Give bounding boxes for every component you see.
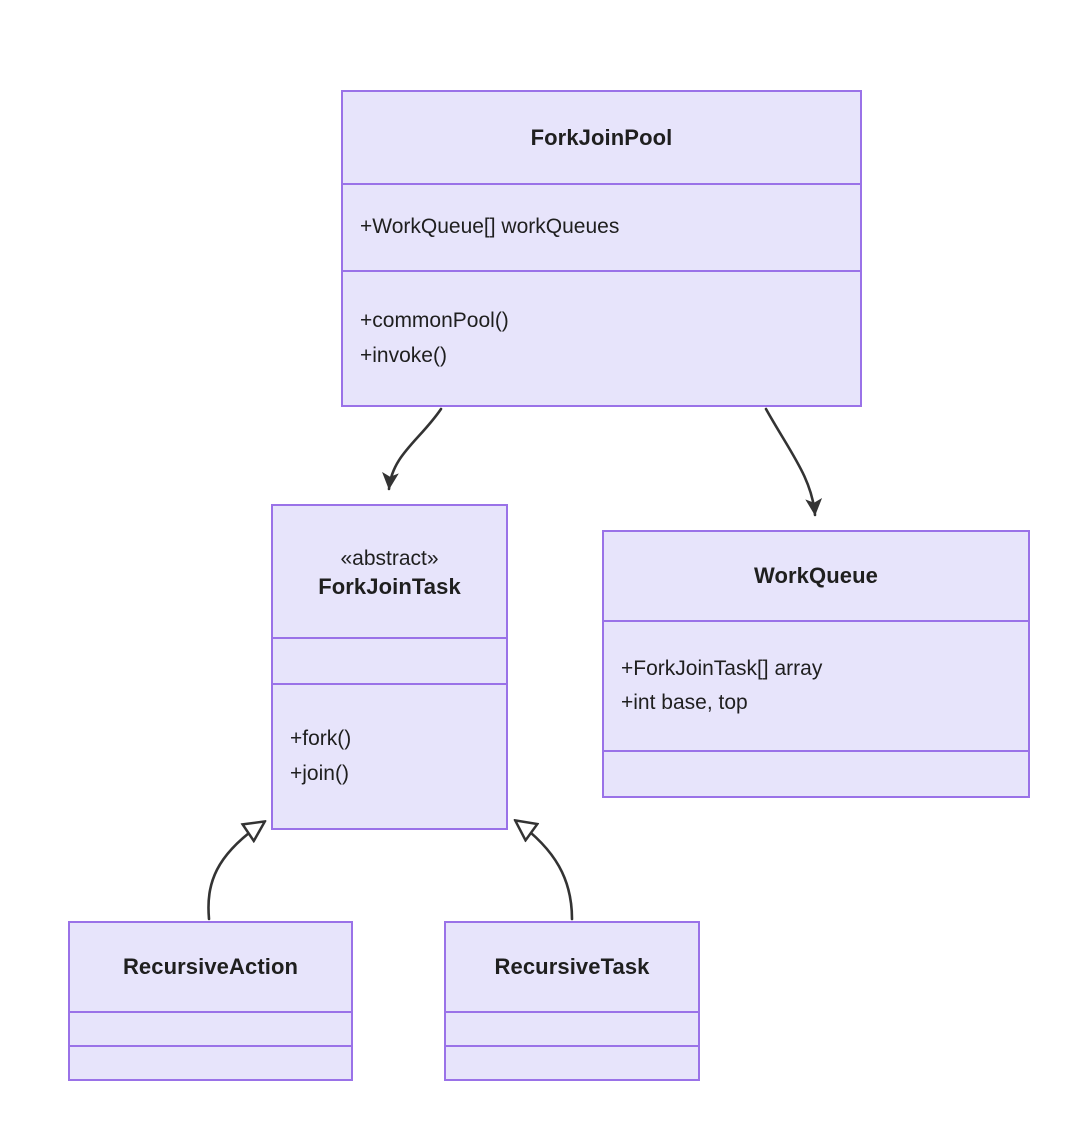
method-item: +invoke() (360, 343, 447, 367)
attributes-compartment-recursivetask (446, 1011, 698, 1045)
edge-forkjoinpool-to-forkjointask (382, 407, 443, 491)
attributes-compartment-forkjoinpool: +WorkQueue[] workQueues (343, 183, 860, 270)
method-item: +join() (290, 761, 349, 785)
class-node-recursivetask[interactable]: RecursiveTask (444, 921, 700, 1081)
method-item: +commonPool() (360, 309, 509, 333)
class-title-forkjointask: «abstract» ForkJoinTask (273, 506, 506, 637)
methods-compartment-forkjoinpool: +commonPool() +invoke() (343, 270, 860, 405)
method-item: +fork() (290, 727, 352, 751)
methods-compartment-forkjointask: +fork() +join() (273, 683, 506, 828)
attributes-compartment-workqueue: +ForkJoinTask[] array +int base, top (604, 620, 1028, 750)
class-name-label: RecursiveTask (494, 954, 650, 980)
class-title-forkjoinpool: ForkJoinPool (343, 92, 860, 183)
attribute-item: +WorkQueue[] workQueues (360, 215, 620, 239)
attribute-item: +ForkJoinTask[] array (621, 656, 823, 680)
class-name-label: ForkJoinTask (318, 574, 461, 600)
attributes-compartment-recursiveaction (70, 1011, 351, 1045)
edge-forkjoinpool-to-workqueue (764, 407, 823, 517)
edge-recursivetask-to-forkjointask (516, 821, 574, 921)
attribute-item: +int base, top (621, 691, 748, 714)
methods-compartment-workqueue (604, 750, 1028, 796)
class-name-label: ForkJoinPool (530, 124, 673, 150)
class-title-recursiveaction: RecursiveAction (70, 923, 351, 1011)
class-title-recursivetask: RecursiveTask (446, 923, 698, 1011)
class-node-recursiveaction[interactable]: RecursiveAction (68, 921, 353, 1081)
class-stereotype-label: «abstract» (340, 547, 439, 570)
methods-compartment-recursivetask (446, 1045, 698, 1079)
methods-compartment-recursiveaction (70, 1045, 351, 1079)
class-title-workqueue: WorkQueue (604, 532, 1028, 620)
class-node-forkjointask[interactable]: «abstract» ForkJoinTask +fork() +join() (271, 504, 508, 830)
class-node-forkjoinpool[interactable]: ForkJoinPool +WorkQueue[] workQueues +co… (341, 90, 862, 407)
class-name-label: RecursiveAction (122, 954, 299, 980)
class-node-workqueue[interactable]: WorkQueue +ForkJoinTask[] array +int bas… (602, 530, 1030, 798)
class-name-label: WorkQueue (754, 563, 878, 589)
attributes-compartment-forkjointask (273, 637, 506, 683)
edge-recursiveaction-to-forkjointask (207, 822, 264, 921)
